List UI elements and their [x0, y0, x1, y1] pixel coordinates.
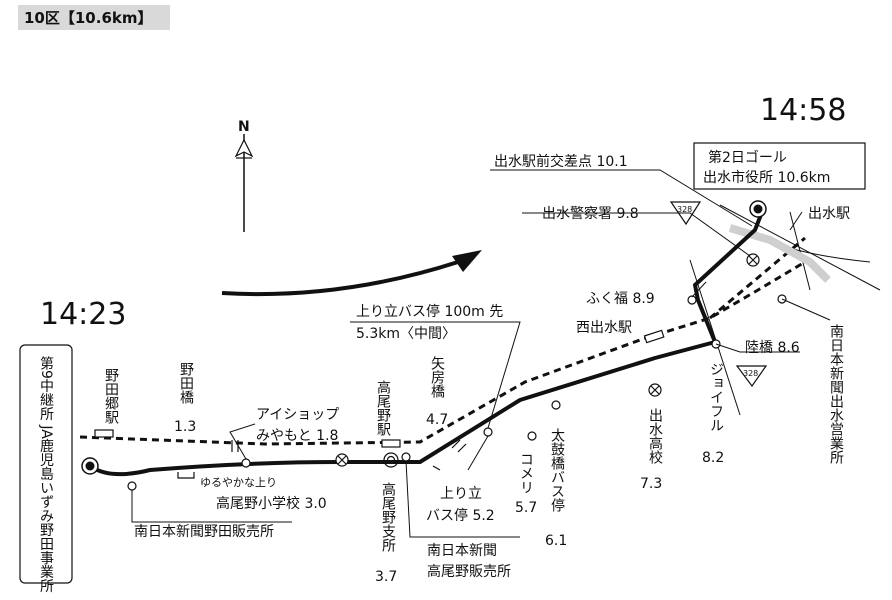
bridge-marker-icon: [177, 439, 467, 479]
start-relay-label: 第9中継所 JA鹿児島いずみ野田事業所: [38, 355, 54, 593]
railway-line: [79, 236, 806, 446]
label-yuruyaka: ゆるやかな上り: [200, 476, 277, 489]
start-time: 14:23: [40, 297, 126, 332]
label-rikkyo: 陸橋 8.6: [745, 340, 800, 356]
label-nankai-izumi: 南日本新聞出水営業所: [828, 324, 844, 464]
label-nodago-station: 野田郷駅: [103, 368, 119, 424]
label-takaono-branch: 高尾野支所: [380, 481, 396, 552]
direction-arrow-icon: [221, 250, 482, 297]
police-icon: [746, 253, 760, 267]
label-noboritate-stop-2: バス停 5.2: [426, 507, 495, 524]
label-nishi-izumi-station: 西出水駅: [576, 320, 632, 336]
goal-time: 14:58: [760, 93, 846, 128]
north-arrow-icon: [234, 134, 254, 232]
course-line: [88, 211, 764, 477]
label-taikobashi: 太鼓橋バス停: [549, 428, 565, 512]
label-nankai-takaono-2: 高尾野販売所: [427, 563, 511, 580]
label-nankai-noda: 南日本新聞野田販売所: [134, 524, 274, 540]
label-joyful-km: 8.2: [702, 450, 724, 466]
header-background: [18, 5, 170, 30]
label-nodabashi-km: 1.3: [174, 419, 196, 435]
label-noboritate-ahead-1: 上り立バス停 100m 先: [356, 303, 503, 320]
label-noboritate-ahead-2: 5.3km〈中間〉: [356, 326, 456, 342]
start-relay-box: [19, 344, 73, 584]
svg-text:328: 328: [743, 369, 758, 378]
svg-text:328: 328: [677, 205, 692, 214]
label-takaono-branch-km: 3.7: [375, 569, 397, 585]
goal-marker-icon: [749, 200, 767, 218]
landmark-icon: [127, 294, 787, 491]
label-komeri-km: 5.7: [515, 500, 537, 516]
label-izumi-high-km: 7.3: [640, 476, 662, 492]
label-yabusabashi-km: 4.7: [426, 412, 448, 428]
label-joyful: ジョイフル: [708, 362, 724, 432]
route-328-shield-icon: 328 328: [669, 201, 768, 388]
label-izumi-station: 出水駅: [808, 206, 850, 222]
label-fukufuku: ふく福 8.9: [586, 291, 655, 307]
label-takaono-school: 高尾野小学校 3.0: [216, 495, 327, 512]
label-i-shop-1: アイショップ: [256, 407, 339, 423]
label-taikobashi-km: 6.1: [545, 533, 567, 549]
label-nodabashi: 野田橋: [178, 362, 194, 404]
goal-box-line1: 第2日ゴール: [708, 149, 787, 166]
north-label: N: [238, 119, 250, 135]
label-ekimae: 出水駅前交差点 10.1: [494, 153, 628, 170]
label-noboritate-stop-1: 上り立: [440, 486, 482, 502]
goal-box: [693, 142, 866, 190]
leader-lines: [131, 169, 831, 538]
goal-box-line2: 出水市役所 10.6km: [703, 169, 830, 186]
town-office-icon: [383, 452, 399, 468]
start-marker-icon: [81, 457, 99, 475]
label-komeri: コメリ: [518, 452, 534, 494]
station-icon: [94, 329, 665, 448]
label-i-shop-2: みやもと 1.8: [256, 428, 338, 444]
header-title: 10区【10.6km】: [24, 9, 153, 27]
label-takaono-station: 高尾野駅: [375, 379, 391, 436]
school-icon: [335, 383, 662, 467]
label-yabusabashi: 矢房橋: [429, 356, 445, 398]
label-izumi-high: 出水高校: [647, 408, 663, 464]
label-nankai-takaono-1: 南日本新聞: [427, 543, 497, 559]
label-police: 出水警察署 9.8: [542, 205, 639, 222]
